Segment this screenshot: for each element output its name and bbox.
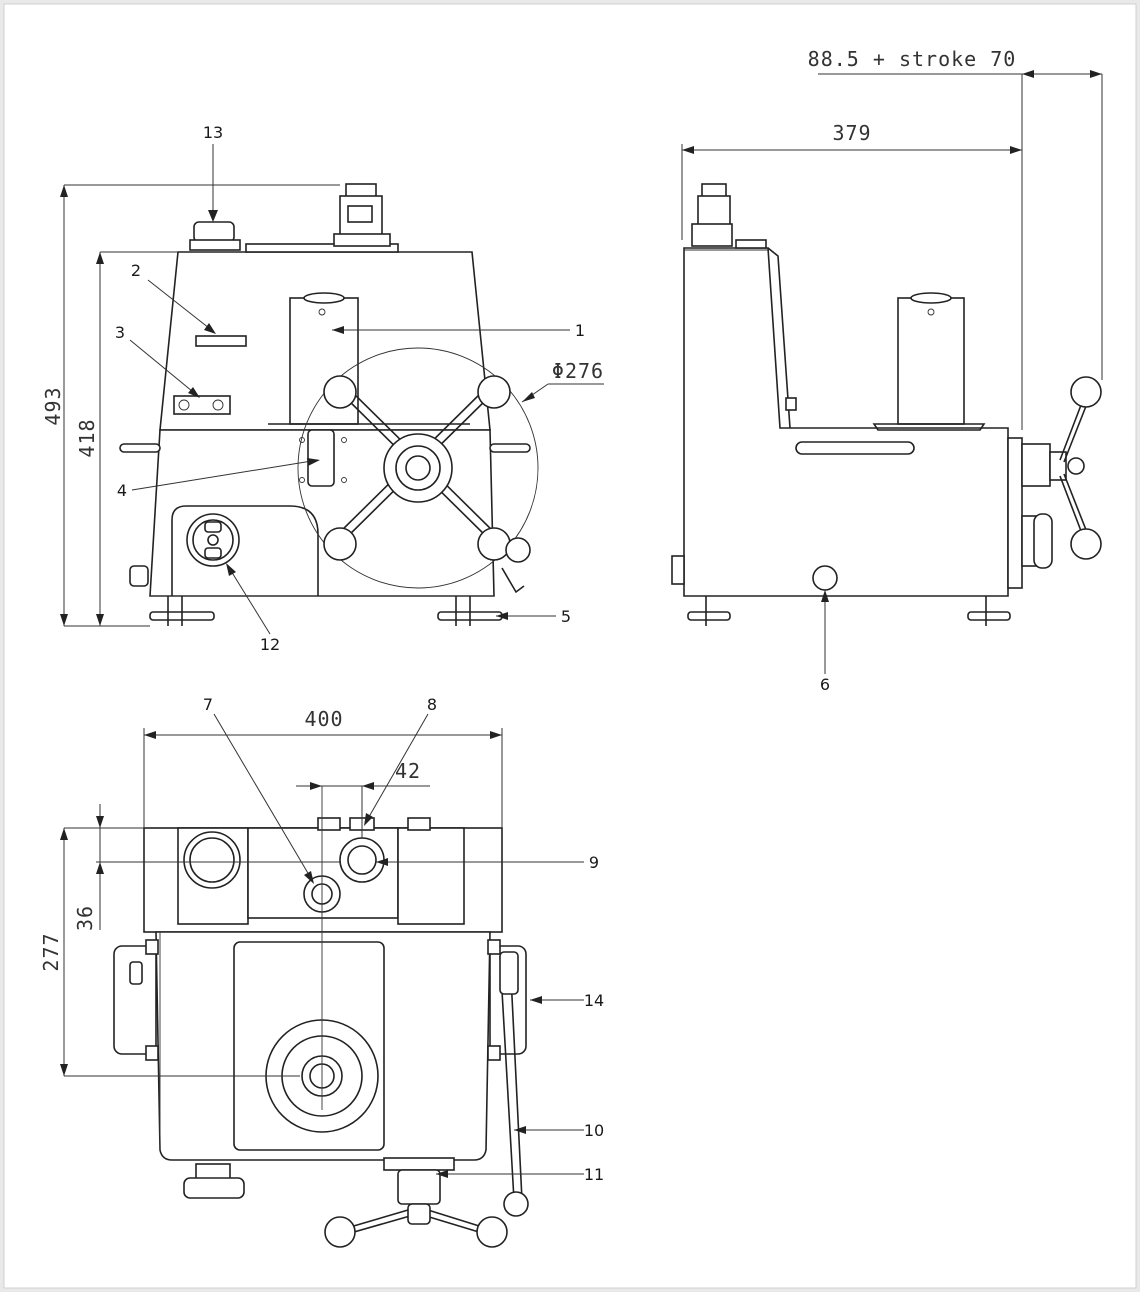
callout-13: 13 [203, 123, 223, 142]
side-view [671, 70, 1103, 674]
dimension-stroke: 88.5 + stroke 70 [808, 47, 1017, 71]
callout-9: 9 [589, 853, 599, 872]
callout-14: 14 [584, 991, 604, 1010]
dimension-493: 493 [41, 386, 65, 425]
dimension-277: 277 [39, 932, 63, 971]
callout-6: 6 [820, 675, 830, 694]
callout-10: 10 [584, 1121, 604, 1140]
dimension-diameter-276: Φ276 [552, 359, 604, 383]
callout-7: 7 [203, 695, 213, 714]
callout-8: 8 [427, 695, 437, 714]
top-view [60, 713, 584, 1248]
callout-3: 3 [115, 323, 125, 342]
dimension-400: 400 [304, 707, 343, 731]
callout-11: 11 [584, 1165, 604, 1184]
dimension-418: 418 [75, 418, 99, 457]
dimension-42: 42 [395, 759, 421, 783]
callout-12: 12 [260, 635, 280, 654]
callout-5: 5 [561, 607, 571, 626]
callout-1: 1 [575, 321, 585, 340]
callout-4: 4 [117, 481, 127, 500]
front-view [60, 144, 604, 635]
dimension-36: 36 [73, 905, 97, 931]
dimension-379: 379 [832, 121, 871, 145]
callout-2: 2 [131, 261, 141, 280]
